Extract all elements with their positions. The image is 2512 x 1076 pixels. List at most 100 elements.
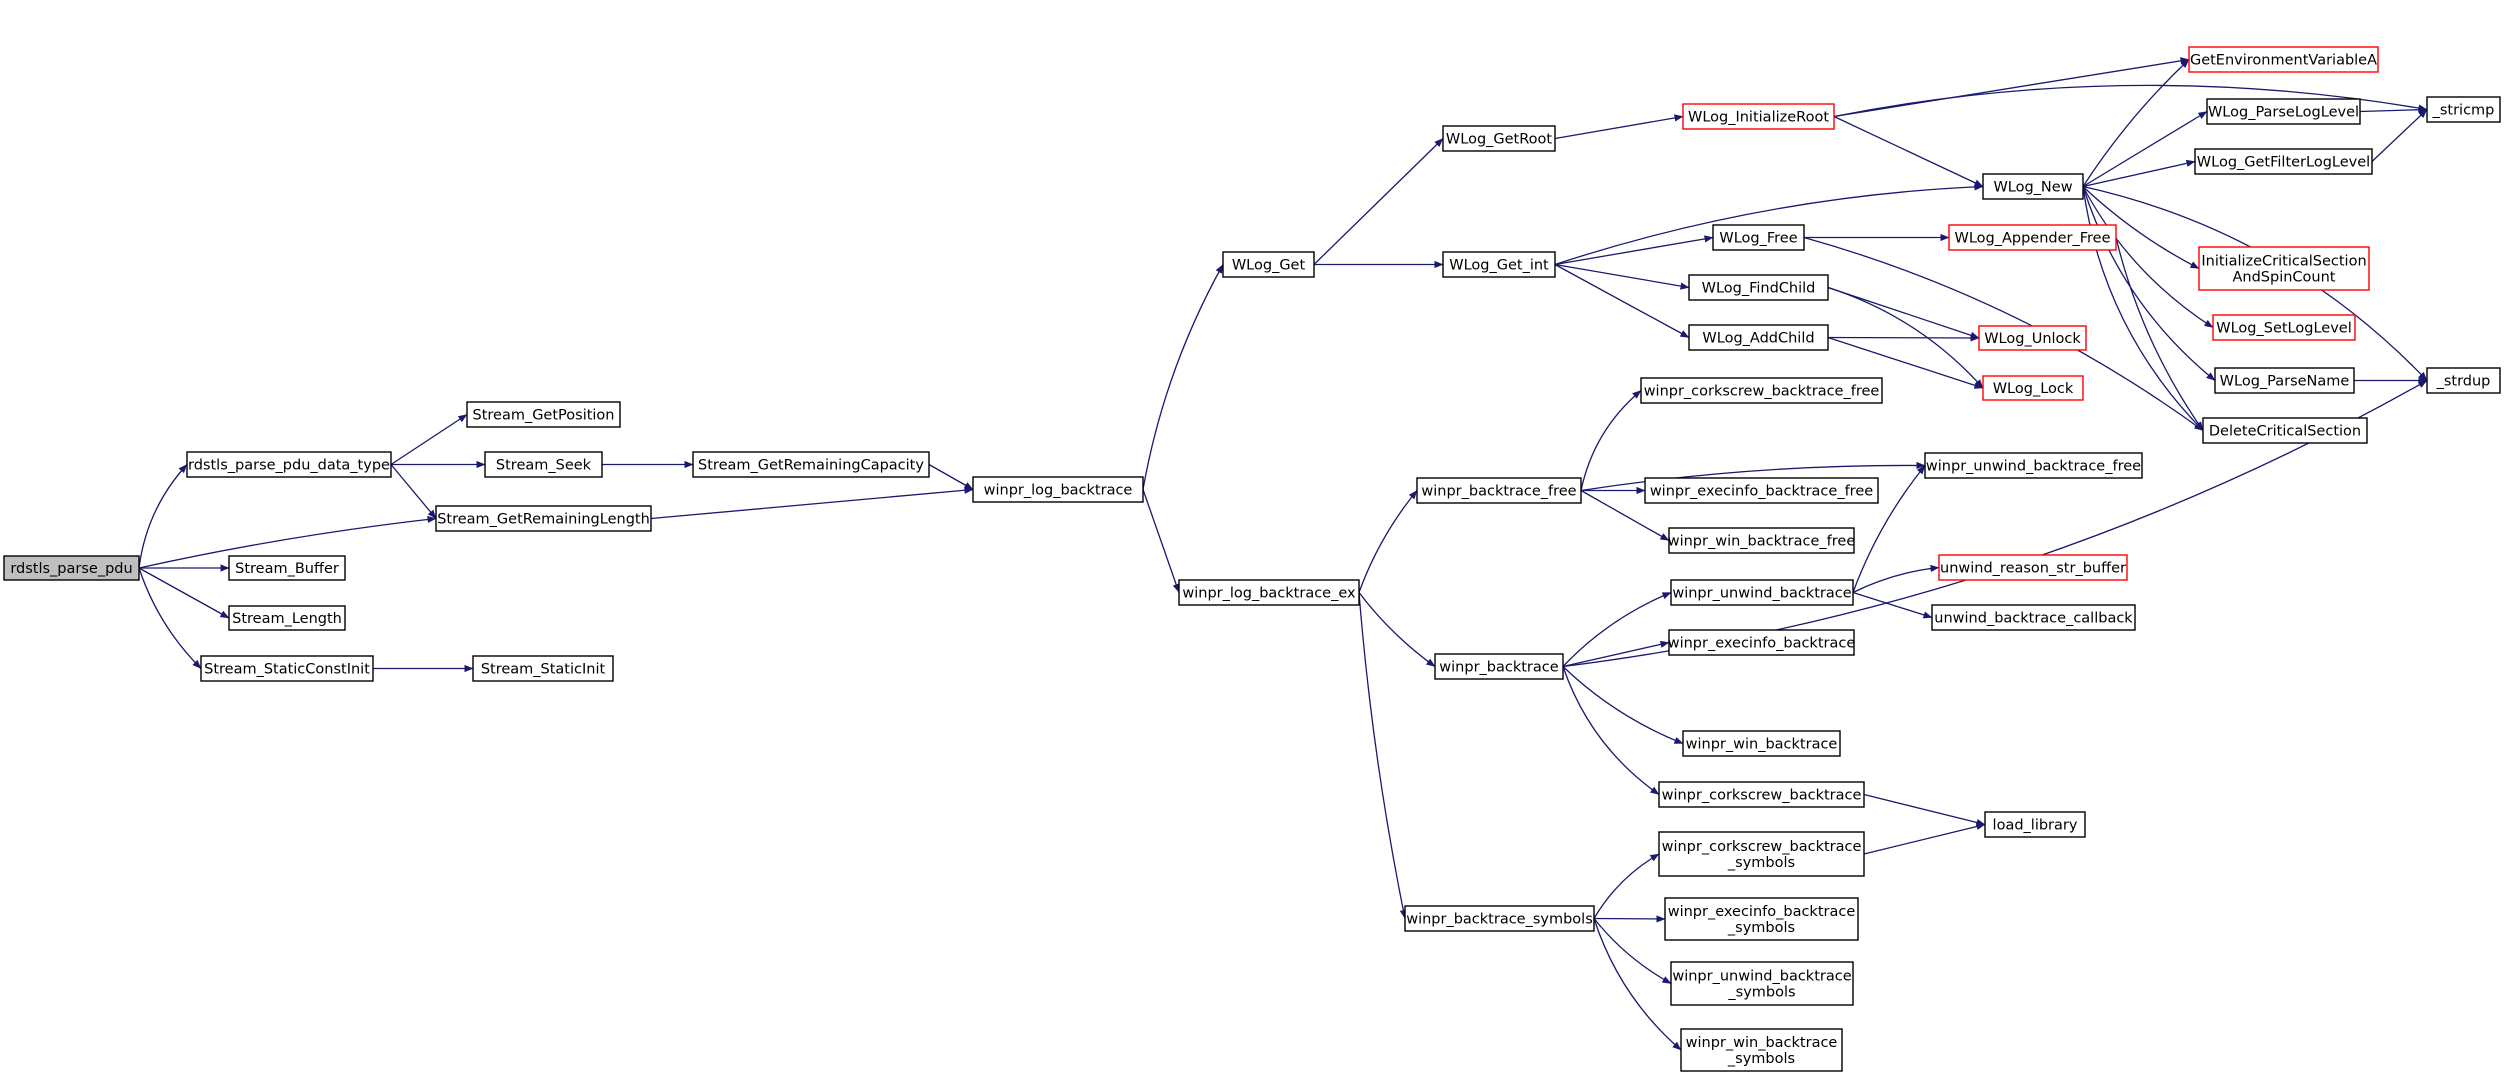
node-box [228,605,346,631]
node-winpr-backtrace-free[interactable]: winpr_backtrace_free [1416,477,1582,504]
node-strdup[interactable]: _strdup [2426,367,2501,394]
node-box [2206,98,2361,125]
edge-wlog-appender-free-to-deletecriticalsection [2115,237,2204,431]
node-stream-staticconstinit[interactable]: Stream_StaticConstInit [200,655,374,682]
node-label: WLog_FindChild [1702,281,1816,297]
node-box [466,401,621,428]
node-winpr-log-backtrace-ex[interactable]: winpr_log_backtrace_ex [1178,579,1360,606]
node-wlog-get-int[interactable]: WLog_Get_int [1442,251,1556,278]
node-winpr-unwind-backtrace-symbols[interactable]: winpr_unwind_backtrace_symbols [1670,961,1854,1006]
node-wlog-parsename[interactable]: WLog_ParseName [2214,367,2355,394]
node-winpr-unwind-backtrace-free[interactable]: winpr_unwind_backtrace_free [1924,452,2143,479]
node-label: unwind_reason_str_buffer [1940,561,2126,577]
node-stream-staticinit[interactable]: Stream_StaticInit [472,655,614,682]
edge-wlog-new-to-initializecriticalsectionandspincount [2082,186,2200,270]
edge-layer [138,57,2428,1051]
edge-winpr-backtrace-to-winpr-corkscrew-backtrace [1562,666,1660,796]
node-stream-buffer[interactable]: Stream_Buffer [228,555,346,581]
node-winpr-execinfo-backtrace[interactable]: winpr_execinfo_backtrace [1668,629,1856,656]
node-winpr-corkscrew-backtrace-symbols[interactable]: winpr_corkscrew_backtrace_symbols [1658,831,1865,877]
node-box [1640,377,1883,404]
edge-wlog-initializeroot-to-stricmp [1833,84,2428,118]
node-winpr-corkscrew-backtrace[interactable]: winpr_corkscrew_backtrace [1658,781,1865,808]
node-box [1931,604,2136,631]
node-winpr-execinfo-backtrace-free[interactable]: winpr_execinfo_backtrace_free [1644,477,1879,504]
node-stream-length[interactable]: Stream_Length [228,605,346,631]
node-winpr-execinfo-backtrace-symbols[interactable]: winpr_execinfo_backtrace_symbols [1664,897,1859,941]
node-box [1442,251,1556,278]
node-stream-getremaininglength[interactable]: Stream_GetRemainingLength [435,505,652,532]
node-box [1442,125,1556,152]
node-wlog-getroot[interactable]: WLog_GetRoot [1442,125,1556,152]
node-box [2198,246,2370,291]
node-label: WLog_Get_int [1449,258,1549,274]
node-label: Stream_StaticConstInit [204,662,370,678]
node-winpr-corkscrew-backtrace-free[interactable]: winpr_corkscrew_backtrace_free [1640,377,1883,404]
node-box [1434,653,1564,680]
edge-winpr-backtrace-to-winpr-execinfo-backtrace [1562,640,1670,668]
node-load-library[interactable]: load_library [1984,811,2086,838]
node-wlog-addchild[interactable]: WLog_AddChild [1688,324,1829,351]
node-winpr-unwind-backtrace[interactable]: winpr_unwind_backtrace [1670,579,1854,606]
edge-rdstls-parse-pdu-to-stream-getremaininglength [138,515,437,569]
node-label: DeleteCriticalSection [2209,424,2361,440]
edge-rdstls-parse-pdu-data-type-to-stream-getposition [390,413,468,466]
node-label: winpr_execinfo_backtrace [1668,636,1856,652]
node-box [692,451,930,478]
node-winpr-backtrace[interactable]: winpr_backtrace [1434,653,1564,680]
node-wlog-unlock[interactable]: WLog_Unlock [1978,325,2087,351]
node-winpr-win-backtrace[interactable]: winpr_win_backtrace [1682,730,1841,757]
edge-wlog-getroot-to-wlog-initializeroot [1554,114,1684,140]
node-label: winpr_corkscrew_backtrace [1662,788,1862,804]
node-wlog-new[interactable]: WLog_New [1982,173,2084,200]
node-label: _stricmp [2432,103,2495,119]
node-label: winpr_execinfo_backtrace [1668,904,1856,920]
node-label: WLog_Unlock [1984,331,2081,347]
node-winpr-backtrace-symbols[interactable]: winpr_backtrace_symbols [1404,905,1595,932]
node-wlog-getfilterloglevel[interactable]: WLog_GetFilterLogLevel [2194,148,2373,175]
node-label: _symbols [1727,855,1795,871]
edge-wlog-getfilterloglevel-to-stricmp [2371,109,2428,162]
node-box [1668,629,1855,656]
node-box [2212,314,2356,341]
node-winpr-win-backtrace-symbols[interactable]: winpr_win_backtrace_symbols [1680,1028,1843,1072]
edge-winpr-log-backtrace-to-wlog-get [1142,264,1224,490]
node-box [1688,324,1829,351]
edge-wlog-get-int-to-wlog-addchild [1554,263,1690,339]
edge-stream-getremaininglength-to-winpr-log-backtrace [650,486,974,520]
node-box [1924,452,2143,479]
node-unwind-reason-str-buffer[interactable]: unwind_reason_str_buffer [1938,554,2128,581]
node-stream-seek[interactable]: Stream_Seek [484,451,603,478]
node-wlog-lock[interactable]: WLog_Lock [1982,375,2084,401]
node-wlog-setloglevel[interactable]: WLog_SetLogLevel [2212,314,2356,341]
edge-winpr-log-backtrace-ex-to-winpr-backtrace-free [1358,490,1418,593]
node-wlog-findchild[interactable]: WLog_FindChild [1688,274,1829,301]
node-label: winpr_backtrace_symbols [1406,912,1593,928]
edge-winpr-unwind-backtrace-to-unwind-reason-str-buffer [1852,564,1940,594]
node-winpr-log-backtrace[interactable]: winpr_log_backtrace [972,476,1144,503]
node-winpr-win-backtrace-free[interactable]: winpr_win_backtrace_free [1668,527,1856,554]
node-wlog-get[interactable]: WLog_Get [1222,251,1315,278]
node-wlog-initializeroot[interactable]: WLog_InitializeRoot [1682,103,1835,130]
node-rdstls-parse-pdu-data-type[interactable]: rdstls_parse_pdu_data_type [186,451,392,478]
node-stream-getremainingcapacity[interactable]: Stream_GetRemainingCapacity [692,451,930,478]
node-getenvironmentvariablea[interactable]: GetEnvironmentVariableA [2188,46,2379,73]
node-label: Stream_GetPosition [472,408,614,424]
node-box [2188,46,2379,73]
edge-winpr-backtrace-free-to-winpr-corkscrew-backtrace-free [1580,390,1642,491]
node-wlog-appender-free[interactable]: WLog_Appender_Free [1948,224,2117,251]
node-wlog-free[interactable]: WLog_Free [1712,224,1805,251]
edge-winpr-backtrace-symbols-to-winpr-unwind-backtrace-symbols [1593,918,1672,985]
node-label: winpr_corkscrew_backtrace [1662,839,1862,855]
node-label: Stream_Buffer [235,561,339,577]
node-stream-getposition[interactable]: Stream_GetPosition [466,401,621,428]
edge-wlog-new-to-wlog-parsename [2082,186,2216,382]
node-label: _symbols [1727,920,1795,936]
node-rdstls-parse-pdu[interactable]: rdstls_parse_pdu [3,555,140,581]
node-box [1984,811,2086,838]
node-wlog-parseloglevel[interactable]: WLog_ParseLogLevel [2206,98,2361,125]
node-deletecriticalsection[interactable]: DeleteCriticalSection [2202,417,2368,444]
node-stricmp[interactable]: _stricmp [2426,96,2501,123]
node-unwind-backtrace-callback[interactable]: unwind_backtrace_callback [1931,604,2136,631]
